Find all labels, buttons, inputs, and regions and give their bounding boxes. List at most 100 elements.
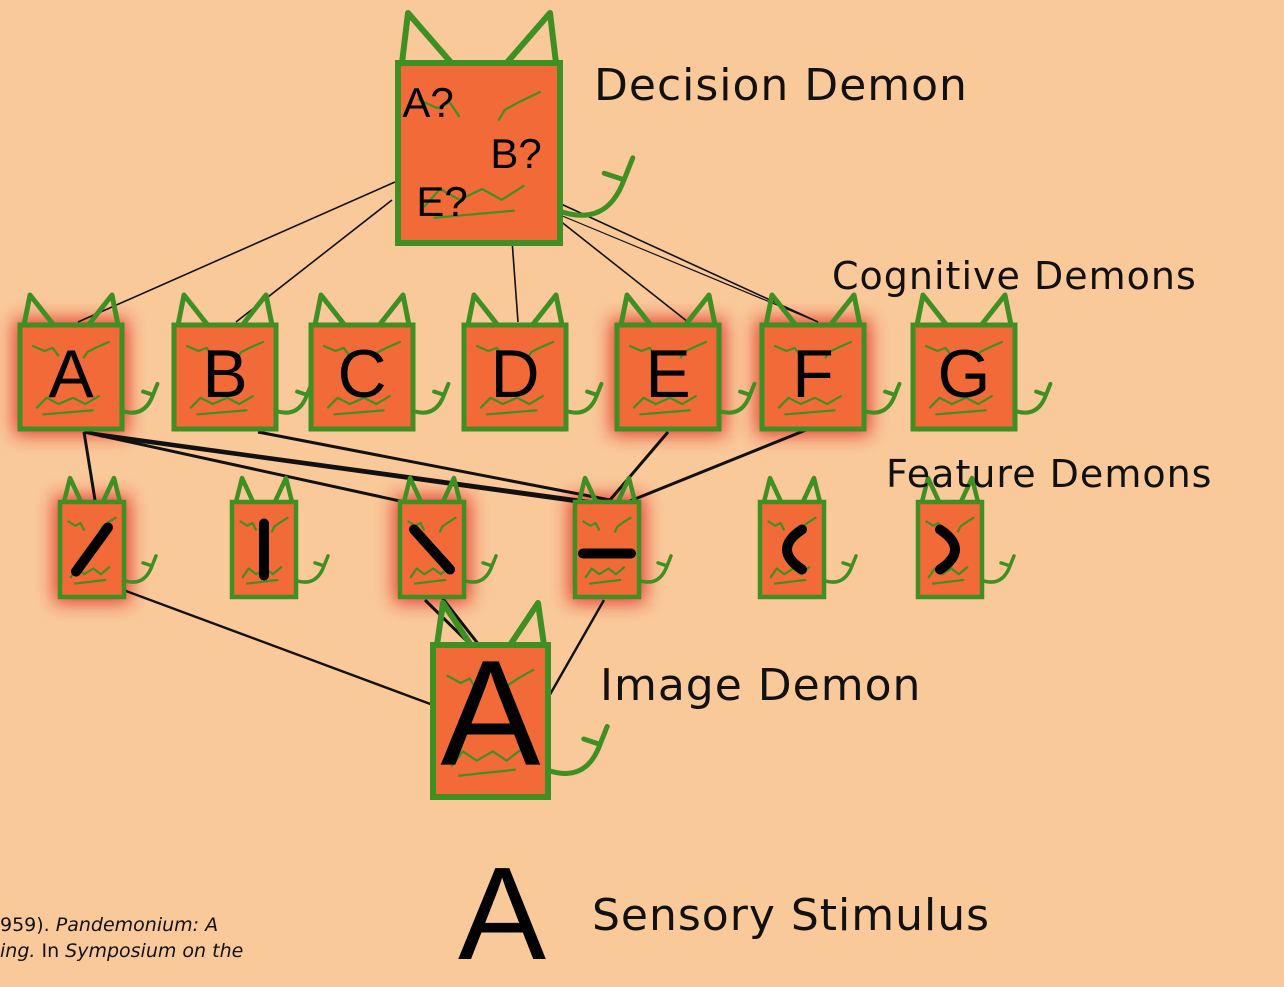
feature-demon-3	[397, 475, 498, 600]
decision-demon-left-horn	[399, 10, 454, 65]
cognitive-demon-B-right-horn	[240, 292, 275, 327]
cognitive-demon-E-left-horn	[618, 292, 653, 327]
cognitive-demon-E-right-horn	[683, 292, 718, 327]
decision-demon-tail	[555, 155, 636, 218]
decision-demon-label: Decision Demon	[594, 60, 968, 111]
cognitive-demon-A	[17, 292, 160, 432]
cognitive-demon-D-mouth	[479, 394, 545, 416]
feature-demon-2-right-eye	[270, 516, 289, 533]
feature-demon-6-left-horn	[919, 475, 942, 503]
cognitive-demon-C-left-eye	[322, 344, 351, 357]
cognitive-demon-D-tail	[562, 381, 604, 415]
feature-demon-5-left-eye	[767, 520, 786, 531]
cognitive-demon-B-left-horn	[175, 292, 210, 327]
feature-demon-2-tail	[292, 554, 330, 584]
feature-demon-4-tail	[635, 554, 673, 584]
feature-demon-3-tail	[460, 554, 498, 584]
feature-demon-5-left-horn	[761, 475, 784, 503]
cognitive-demon-E-mouth	[632, 394, 698, 416]
cognitive-letter-C: C	[337, 336, 386, 412]
stimulus-letter: A	[458, 840, 547, 987]
feature-stroke-3	[409, 524, 455, 575]
cognitive-demon-E-tail	[715, 381, 757, 415]
image-demon-right-horn	[507, 600, 547, 647]
feature-demon-5	[757, 475, 858, 600]
cognitive-demon-E	[614, 292, 757, 432]
cognitive-demon-F-right-horn	[828, 292, 863, 327]
feature-demon-4-left-horn	[576, 475, 599, 503]
decision-demon-right-eye	[497, 90, 542, 122]
cognitive-demon-B-mouth	[189, 394, 255, 416]
feature-demon-4-right-horn	[615, 475, 638, 503]
cognitive-demon-A-right-eye	[82, 340, 111, 359]
cognitive-demon-A-left-horn	[21, 292, 56, 327]
feature-demon-6-right-horn	[958, 475, 981, 503]
image-demon-right-eye	[503, 668, 535, 695]
link-decision-to-E	[539, 204, 689, 323]
link-A-to-dash	[83, 430, 609, 506]
image-demon-left-eye	[446, 674, 478, 692]
feature-demon-4-left-eye	[582, 520, 601, 531]
feature-demon-1-left-eye	[67, 520, 86, 531]
feature-demon-3-left-horn	[401, 475, 424, 503]
image-demon-letter: A	[440, 629, 540, 797]
cognitive-demon-A-tail	[118, 381, 160, 415]
link-decision-to-A	[77, 181, 396, 323]
cognitive-demon-D-right-eye	[526, 340, 555, 359]
cognitive-demon-F-tail	[860, 381, 902, 415]
cognitive-demon-G	[910, 292, 1053, 432]
feature-demon-3-left-eye	[407, 520, 426, 531]
feature-demon-4-mouth	[584, 565, 626, 585]
cognitive-demon-F-right-eye	[824, 340, 853, 359]
feature-stroke-1	[71, 522, 113, 577]
cognitive-letter-B: B	[202, 336, 247, 412]
cognitive-letter-A: A	[48, 336, 94, 412]
decision-demon	[395, 10, 636, 246]
feature-demon-3-mouth	[409, 565, 451, 585]
image-demon-tail	[543, 723, 610, 776]
link-A-to-slash	[82, 431, 97, 501]
cognitive-demon-D-right-horn	[530, 292, 565, 327]
feature-demon-6-tail	[978, 554, 1016, 584]
feature-demon-1-tail	[120, 554, 158, 584]
feature-demon-1	[57, 475, 158, 600]
feature-demon-5-right-horn	[800, 475, 823, 503]
cognitive-demon-C-mouth	[326, 394, 392, 416]
link-E-to-dash	[608, 431, 670, 501]
cognitive-demon-C-tail	[409, 381, 451, 415]
decision-guess-3: E?	[416, 178, 467, 225]
cognitive-demon-C-left-horn	[312, 292, 347, 327]
feature-demon-2	[229, 475, 330, 600]
feature-demon-4	[572, 475, 673, 600]
cognitive-letter-E: E	[645, 336, 690, 412]
feature-demon-2-right-horn	[272, 475, 295, 503]
feature-demon-2-left-eye	[239, 520, 258, 531]
cognitive-demon-E-left-eye	[628, 344, 657, 357]
feature-demon-6	[915, 475, 1016, 600]
feature-demon-1-left-horn	[61, 475, 84, 503]
cognitive-demon-F-body	[759, 322, 867, 432]
feature-demon-3-right-horn	[440, 475, 463, 503]
cognitive-demon-F	[759, 292, 902, 432]
cognitive-letter-G: G	[938, 336, 991, 412]
link-decision-to-F-2	[559, 214, 819, 323]
cognitive-demon-B	[171, 292, 314, 432]
cognitive-demon-A-body	[17, 322, 125, 432]
citation: 959). Pandemonium: A ing. In Symposium o…	[0, 912, 243, 964]
cognitive-demon-D-left-horn	[465, 292, 500, 327]
citation-line-1: 959). Pandemonium: A	[0, 914, 219, 936]
cognitive-demons-label: Cognitive Demons	[832, 254, 1197, 298]
feature-demon-3-right-eye	[438, 516, 457, 533]
cognitive-demon-F-mouth	[777, 394, 843, 416]
image-demon	[430, 600, 610, 800]
link-slash-to-image	[117, 586, 434, 707]
cognitive-demon-C	[308, 292, 451, 432]
cognitive-demon-C-right-eye	[373, 340, 402, 359]
link-B-to-dash	[257, 430, 611, 502]
cognitive-demon-F-left-horn	[763, 292, 798, 327]
decision-demon-mouth	[423, 184, 525, 219]
link-A-to-backslash	[83, 430, 433, 510]
image-demon-left-horn	[434, 600, 474, 647]
cognitive-letter-F: F	[792, 336, 834, 412]
